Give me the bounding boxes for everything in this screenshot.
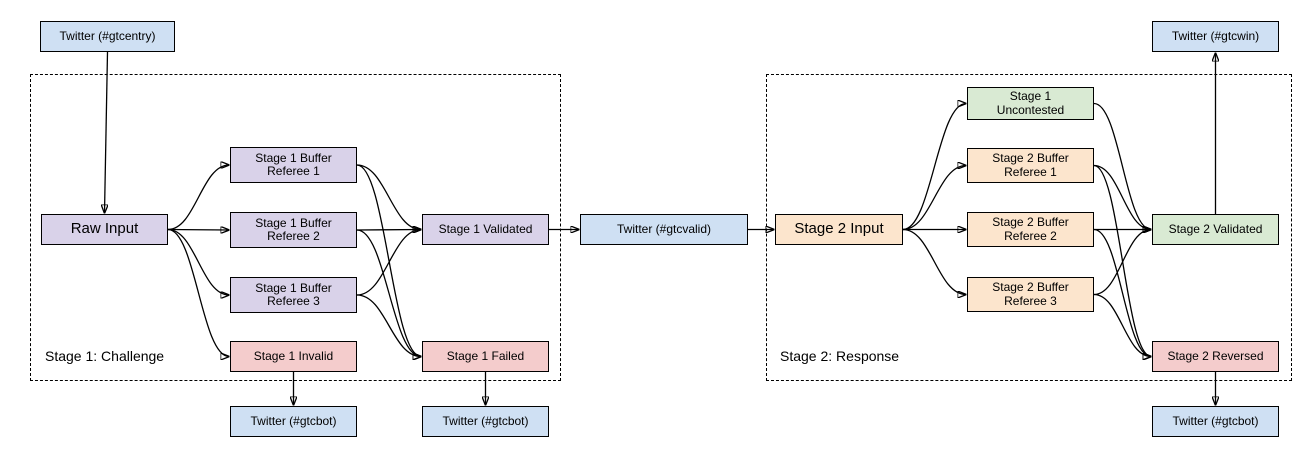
edge-s2_buf_ref3-to-s2_reversed — [1093, 293, 1151, 357]
node-s2_input[interactable]: Stage 2 Input — [775, 214, 903, 245]
node-s1_buf_ref2[interactable]: Stage 1 Buffer Referee 2 — [230, 212, 357, 248]
edge-raw_input-to-s1_buf_ref2 — [167, 230, 229, 231]
group-label-g1: Stage 1: Challenge — [45, 348, 165, 364]
group-boundary-g1 — [30, 74, 561, 381]
node-s2_buf_ref3[interactable]: Stage 2 Buffer Referee 3 — [967, 277, 1094, 312]
node-s1_buf_ref3[interactable]: Stage 1 Buffer Referee 3 — [230, 277, 357, 313]
node-s1_failed[interactable]: Stage 1 Failed — [422, 341, 549, 372]
node-s1_uncontested[interactable]: Stage 1 Uncontested — [967, 87, 1094, 120]
node-s1_validated[interactable]: Stage 1 Validated — [422, 214, 549, 245]
node-twitter_win[interactable]: Twitter (#gtcwin) — [1152, 21, 1279, 52]
edge-s2_input-to-s1_uncontested — [902, 104, 966, 231]
edge-s2_buf_ref2-to-s2_reversed — [1093, 228, 1151, 357]
edge-s1_buf_ref2-to-s1_failed — [356, 229, 421, 357]
edge-s1_buf_ref2-to-s1_validated — [356, 230, 421, 231]
node-s2_buf_ref2[interactable]: Stage 2 Buffer Referee 2 — [967, 212, 1094, 247]
edge-raw_input-to-s1_invalid — [167, 228, 229, 357]
node-s2_validated[interactable]: Stage 2 Validated — [1152, 214, 1279, 245]
node-s2_buf_ref1[interactable]: Stage 2 Buffer Referee 1 — [967, 148, 1094, 183]
node-raw_input[interactable]: Raw Input — [41, 214, 168, 245]
node-s1_invalid[interactable]: Stage 1 Invalid — [230, 341, 357, 372]
edge-s1_uncontested-to-s2_validated — [1093, 102, 1151, 230]
edge-s1_buf_ref1-to-s1_failed — [356, 164, 421, 357]
edge-twitter_entry-to-raw_input — [105, 51, 108, 213]
node-twitter_bot_b[interactable]: Twitter (#gtcbot) — [422, 406, 549, 437]
edge-raw_input-to-s1_buf_ref1 — [167, 165, 229, 231]
node-twitter_entry[interactable]: Twitter (#gtcentry) — [40, 21, 175, 52]
edge-s2_buf_ref1-to-s2_validated — [1093, 164, 1151, 230]
node-s1_buf_ref1[interactable]: Stage 1 Buffer Referee 1 — [230, 147, 357, 183]
group-label-g2: Stage 2: Response — [780, 348, 900, 364]
edge-s1_buf_ref3-to-s1_validated — [356, 230, 421, 296]
edge-s2_buf_ref3-to-s2_validated — [1093, 230, 1151, 296]
edge-s1_buf_ref1-to-s1_validated — [356, 164, 421, 230]
edge-s2_input-to-s2_buf_ref3 — [902, 228, 966, 295]
node-twitter_bot_c[interactable]: Twitter (#gtcbot) — [1152, 406, 1279, 437]
edge-s1_buf_ref3-to-s1_failed — [356, 294, 421, 357]
node-twitter_valid[interactable]: Twitter (#gtcvalid) — [580, 214, 748, 245]
node-s2_reversed[interactable]: Stage 2 Reversed — [1152, 341, 1279, 372]
edge-raw_input-to-s1_buf_ref3 — [167, 228, 229, 296]
node-twitter_bot_a[interactable]: Twitter (#gtcbot) — [230, 406, 357, 437]
edge-s2_input-to-s2_buf_ref1 — [902, 166, 966, 231]
